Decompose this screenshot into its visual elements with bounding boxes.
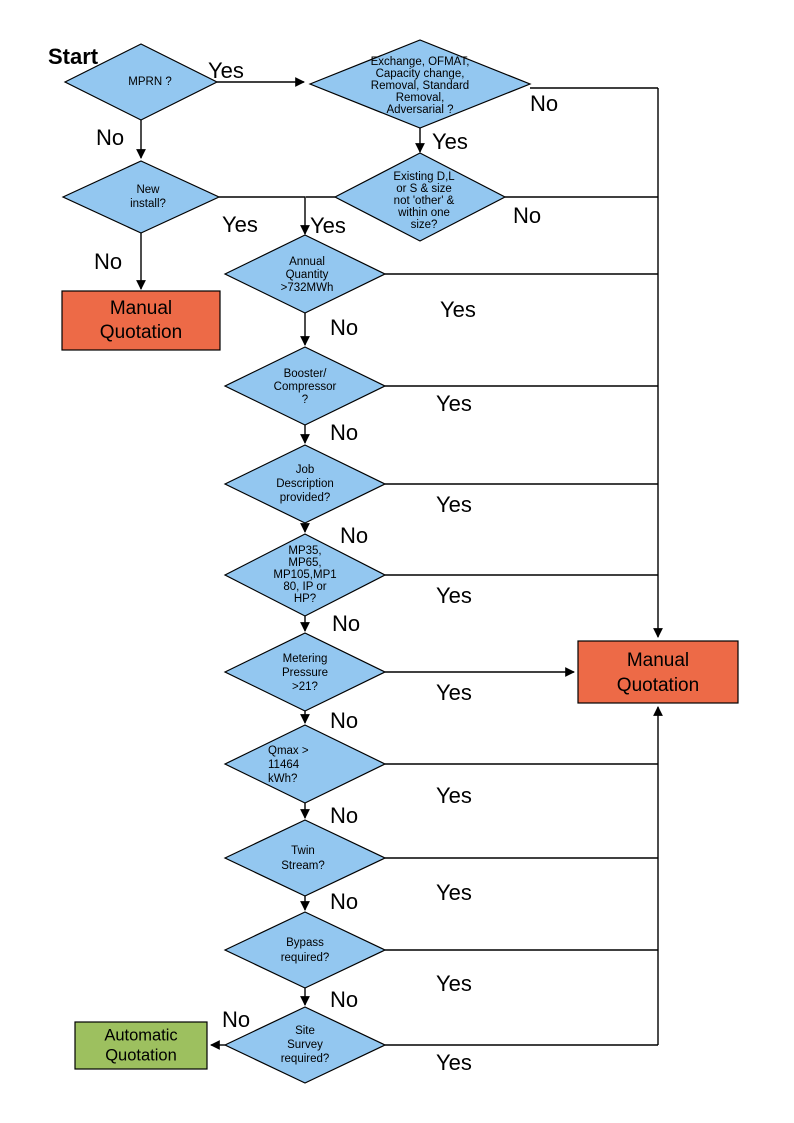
decision-site-survey[interactable]: Site Survey required? bbox=[223, 1006, 387, 1084]
decision-bypass-label-0: Bypass bbox=[286, 937, 324, 949]
start-label: Start bbox=[48, 44, 99, 69]
decision-tier-label-2: MP105,MP1 bbox=[273, 569, 336, 581]
decision-sitesurvey-label-0: Site bbox=[295, 1025, 315, 1037]
decision-jobdesc-label-1: Description bbox=[276, 478, 334, 490]
decision-new-install-label-0: New bbox=[136, 184, 160, 196]
label-existing-no: No bbox=[513, 203, 541, 228]
decision-job-type[interactable]: Exchange, OFMAT, Capacity change, Remova… bbox=[308, 39, 532, 129]
manual-right-label-1: Quotation bbox=[617, 675, 699, 696]
decision-metering-label-2: >21? bbox=[292, 681, 318, 693]
edge-newinstall-yes bbox=[219, 196, 310, 235]
decision-sitesurvey-label-1: Survey bbox=[287, 1039, 323, 1051]
decision-pressure-tier[interactable]: MP35, MP65, MP105,MP1 80, IP or HP? bbox=[223, 533, 387, 617]
decision-mprn-label-0: MPRN ? bbox=[128, 76, 171, 88]
decision-job-description[interactable]: Job Description provided? bbox=[223, 444, 387, 524]
decision-metering-label-0: Metering bbox=[283, 653, 328, 665]
decision-bypass[interactable]: Bypass required? bbox=[223, 911, 387, 989]
decision-bypass-label-1: required? bbox=[281, 952, 330, 964]
label-bypass-no: No bbox=[330, 987, 358, 1012]
label-jobdesc-no: No bbox=[340, 523, 368, 548]
decision-new-install-label-1: install? bbox=[130, 198, 166, 210]
decision-booster-label-2: ? bbox=[302, 394, 308, 406]
decision-annual-label-2: >732MWh bbox=[281, 282, 334, 294]
label-mprn-no: No bbox=[96, 125, 124, 150]
decision-job-type-label-2: Removal, Standard bbox=[371, 80, 469, 92]
label-sitesurvey-no: No bbox=[222, 1007, 250, 1032]
label-existing-yes: Yes bbox=[310, 213, 346, 238]
edge-label-layer: Start Yes No No Yes Yes No No Yes Yes No… bbox=[48, 44, 558, 1075]
manual-left-label-1: Quotation bbox=[100, 322, 182, 343]
decision-metering-label-1: Pressure bbox=[282, 667, 328, 679]
label-qmax-no: No bbox=[330, 803, 358, 828]
decision-existing-label-2: not 'other' & bbox=[394, 195, 455, 207]
label-annual-no: No bbox=[330, 315, 358, 340]
decision-job-type-label-0: Exchange, OFMAT, bbox=[371, 56, 470, 68]
terminal-automatic-quotation[interactable]: Automatic Quotation bbox=[74, 1021, 208, 1070]
decision-job-type-label-4: Adversarial ? bbox=[386, 104, 453, 116]
decision-annual-quantity[interactable]: Annual Quantity >732MWh bbox=[223, 234, 387, 314]
decision-twin-stream[interactable]: Twin Stream? bbox=[223, 819, 387, 897]
label-booster-no: No bbox=[330, 420, 358, 445]
label-tier-yes: Yes bbox=[436, 583, 472, 608]
label-mprn-yes: Yes bbox=[208, 58, 244, 83]
label-qmax-yes: Yes bbox=[436, 783, 472, 808]
label-jobdesc-yes: Yes bbox=[436, 492, 472, 517]
automatic-label-1: Quotation bbox=[105, 1046, 177, 1064]
decision-jobdesc-label-2: provided? bbox=[280, 492, 331, 504]
decision-new-install[interactable]: New install? bbox=[61, 160, 221, 234]
decision-booster-compressor[interactable]: Booster/ Compressor ? bbox=[223, 346, 387, 426]
decision-job-type-label-1: Capacity change, bbox=[376, 68, 465, 80]
label-jobtype-yes: Yes bbox=[432, 129, 468, 154]
decision-existing-label-4: size? bbox=[411, 219, 438, 231]
decision-existing-label-3: within one bbox=[397, 207, 450, 219]
decision-tier-label-4: HP? bbox=[294, 593, 316, 605]
decision-layer: MPRN ? Exchange, OFMAT, Capacity change,… bbox=[61, 39, 532, 1084]
decision-tier-label-3: 80, IP or bbox=[283, 581, 326, 593]
decision-mprn[interactable]: MPRN ? bbox=[63, 43, 219, 121]
decision-booster-label-0: Booster/ bbox=[284, 368, 328, 380]
decision-booster-label-1: Compressor bbox=[274, 381, 337, 393]
label-twin-yes: Yes bbox=[436, 880, 472, 905]
manual-right-label-0: Manual bbox=[627, 650, 689, 671]
decision-sitesurvey-label-2: required? bbox=[281, 1053, 330, 1065]
label-annual-yes: Yes bbox=[440, 297, 476, 322]
decision-qmax-label-2: kWh? bbox=[268, 773, 297, 785]
terminal-manual-quotation-left[interactable]: Manual Quotation bbox=[61, 290, 221, 351]
decision-twin-label-1: Stream? bbox=[281, 860, 324, 872]
decision-twin-label-0: Twin bbox=[291, 845, 315, 857]
decision-qmax-label-0: Qmax > bbox=[268, 745, 309, 757]
label-twin-no: No bbox=[330, 889, 358, 914]
label-sitesurvey-yes: Yes bbox=[436, 1050, 472, 1075]
label-metering-no: No bbox=[330, 708, 358, 733]
label-booster-yes: Yes bbox=[436, 391, 472, 416]
label-jobtype-no: No bbox=[530, 91, 558, 116]
decision-jobdesc-label-0: Job bbox=[296, 464, 315, 476]
decision-existing-dls[interactable]: Existing D,L or S & size not 'other' & w… bbox=[333, 152, 507, 242]
connector-layer bbox=[136, 77, 663, 1050]
automatic-label-0: Automatic bbox=[104, 1026, 177, 1044]
label-tier-no: No bbox=[332, 611, 360, 636]
label-newinstall-no: No bbox=[94, 249, 122, 274]
decision-job-type-label-3: Removal, bbox=[396, 92, 445, 104]
decision-tier-label-1: MP65, bbox=[288, 557, 321, 569]
decision-tier-label-0: MP35, bbox=[288, 545, 321, 557]
decision-existing-label-1: or S & size bbox=[396, 183, 452, 195]
decision-annual-label-1: Quantity bbox=[286, 269, 329, 281]
decision-qmax-label-1: 11464 bbox=[268, 759, 300, 771]
decision-qmax[interactable]: Qmax > 11464 kWh? bbox=[223, 724, 387, 804]
decision-existing-label-0: Existing D,L bbox=[393, 171, 455, 183]
decision-annual-label-0: Annual bbox=[289, 256, 325, 268]
decision-metering-pressure[interactable]: Metering Pressure >21? bbox=[223, 632, 387, 712]
manual-left-label-0: Manual bbox=[110, 298, 172, 319]
label-metering-yes: Yes bbox=[436, 680, 472, 705]
label-newinstall-yes: Yes bbox=[222, 212, 258, 237]
label-bypass-yes: Yes bbox=[436, 971, 472, 996]
terminal-manual-quotation-right[interactable]: Manual Quotation bbox=[577, 640, 739, 704]
terminal-layer: Manual Quotation Manual Quotation Automa… bbox=[61, 290, 739, 1070]
